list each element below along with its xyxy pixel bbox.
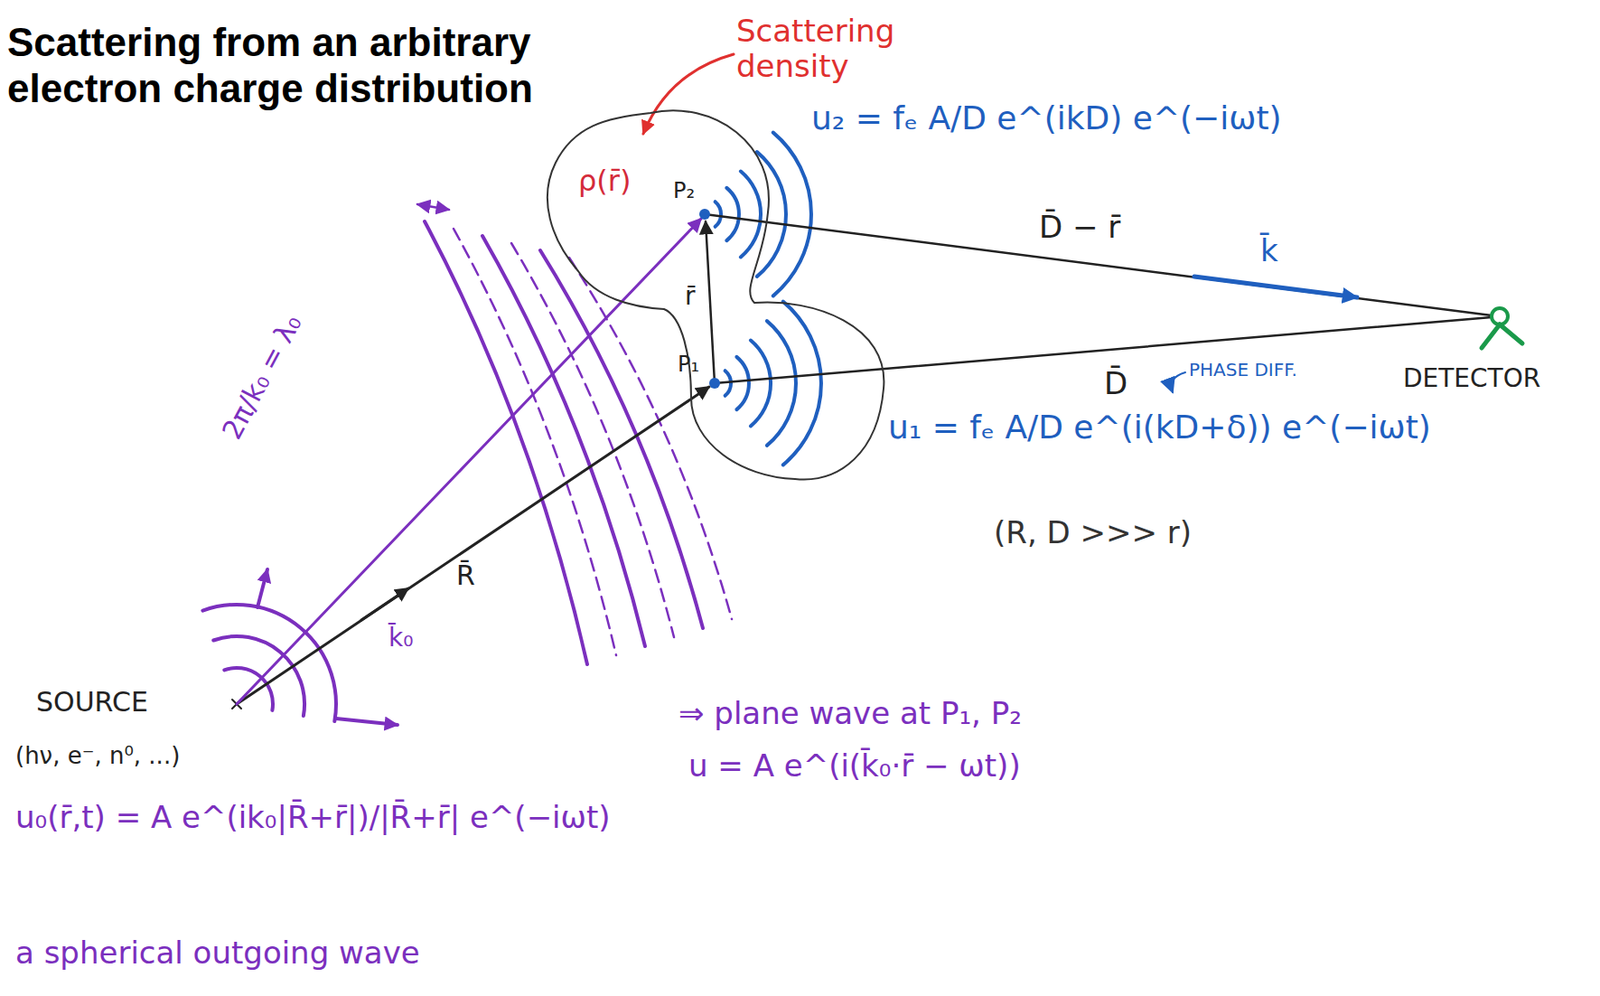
source-label: SOURCE [36,686,149,719]
vector-label: D̄ [1104,365,1128,402]
outgoing-arrow [336,718,398,725]
point-label: P₂ [673,178,695,205]
formula: u₀(r̄,t) = A e^(ik₀|R̄+r̄|)/|R̄+r̄| e^(−… [15,799,611,835]
note: a spherical outgoing wave [15,935,421,971]
detector-leg [1499,324,1523,344]
note: ⇒ plane wave at P₁, P₂ [678,695,1022,731]
vector-label: R̄ [456,560,476,592]
density-hatch [547,110,885,479]
wavefront [482,235,646,646]
scattered-wave [740,171,761,258]
incident-ray [236,218,702,704]
wavefront [511,243,674,637]
incident-ray [236,386,710,704]
r-vector [705,221,715,384]
detector-label: DETECTOR [1403,364,1541,393]
detector-leg [1481,324,1500,348]
detector-symbol [1491,308,1508,325]
vector-label: k̄₀ [388,623,413,653]
scattered-wave [773,132,812,297]
wavelength-arrow [417,204,450,210]
scattered-wave [736,356,749,410]
blob-hatch-group [547,110,885,479]
wavefront [540,250,703,628]
vector-label: r̄ [684,281,696,311]
wavefront [569,257,732,619]
note: (R, D >>> r) [993,514,1192,551]
formula: u₂ = fₑ A/D e^(ikD) e^(−iωt) [811,99,1282,137]
diagram-title: Scattering from an arbitrary electron ch… [7,19,568,112]
density-symbol: ρ(r̄) [578,164,631,198]
k-arrow [1194,276,1357,298]
blob-border [547,110,885,479]
point-label: P₁ [677,352,700,378]
wavelength-label: 2π/k₀ = λ₀ [215,308,308,444]
outgoing-arrow [257,569,268,608]
scattered-ray [714,317,1492,384]
scattered-wave [767,320,796,446]
formula: u₁ = fₑ A/D e^(i(kD+δ)) e^(−iωt) [888,408,1432,446]
blob-group [547,110,885,479]
wavelength-arrow [417,204,450,210]
scattered-wave [715,201,721,227]
k0-arrow [361,588,409,620]
vector-label: k̄ [1260,233,1279,269]
scattered-wave [783,301,822,466]
scattering-point [699,208,711,220]
scattering-point [709,377,721,389]
node-heading: Scattering density [736,13,974,85]
vector-label: D̄ − r̄ [1038,209,1121,245]
formula: u = A e^(i(k̄₀·r̄ − ωt)) [688,748,1021,784]
note: (hν, e⁻, n⁰, ...) [15,742,180,770]
scattered-wave [750,340,771,427]
note: PHASE DIFF. [1188,359,1298,381]
leader-arrow [1171,372,1186,393]
scattered-wave [757,151,786,277]
scattered-wave [726,187,740,241]
